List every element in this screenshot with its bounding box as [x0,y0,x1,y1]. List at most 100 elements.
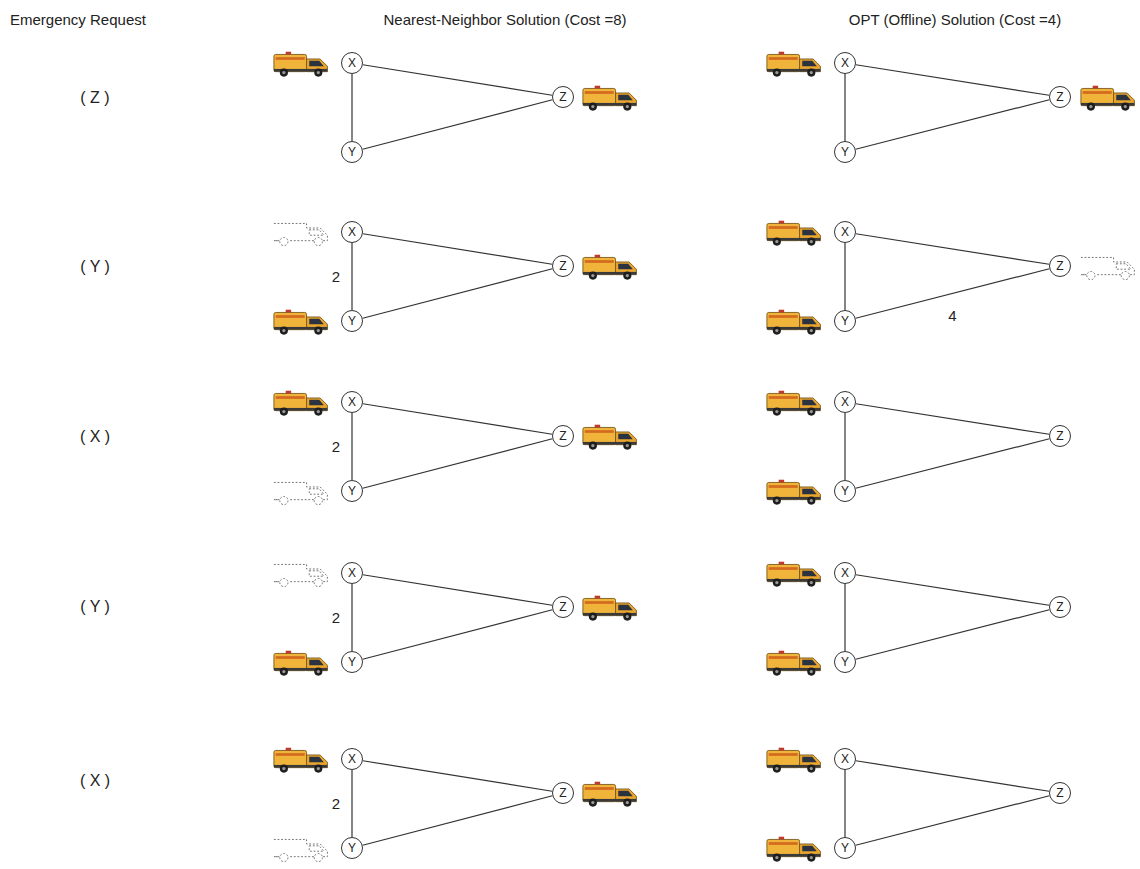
distance-label: 2 [330,610,342,625]
vacated-ambulance-outline [274,564,327,586]
ambulance-icon [767,562,820,587]
location-circle: Z [1049,255,1071,277]
road-link [352,770,353,837]
location-circle: X [834,748,856,770]
location-circle: X [834,391,856,413]
node-letter: Y [348,656,356,668]
location-circle: Z [1049,782,1071,804]
vacated-ambulance-outline [1081,257,1134,279]
location-circle: Y [341,837,363,859]
node-letter: Z [1056,787,1063,799]
request-label: ( Z ) [80,89,109,107]
node-letter: X [348,396,356,408]
road-link [352,243,353,310]
distance-label: 2 [330,439,342,454]
road-link [845,770,846,837]
road-link [845,74,846,141]
node-letter: Z [559,601,566,613]
ambulance-icon [583,782,636,807]
road-link [845,413,846,480]
ambulance-icon [767,52,820,77]
road-link [856,796,1050,846]
distance-label: 2 [330,796,342,811]
node-letter: Y [348,485,356,497]
node-letter: X [841,567,849,579]
location-circle: Z [1049,86,1071,108]
road-link [856,575,1049,606]
road-link [363,439,553,488]
node-letter: Z [1056,260,1063,272]
ambulance-icon [767,651,820,676]
column-heading: Emergency Request [10,12,146,29]
node-letter: X [348,226,356,238]
column-heading: OPT (Offline) Solution (Cost =4) [849,12,1061,29]
road-link [856,761,1049,792]
ambulance-icon [767,837,820,862]
ambulance-icon [767,391,820,416]
road-link [363,796,553,845]
road-link [363,269,553,318]
location-circle: X [834,221,856,243]
column-heading: Nearest-Neighbor Solution (Cost =8) [383,12,626,29]
location-circle: Z [1049,596,1071,618]
node-letter: X [348,567,356,579]
request-label: ( X ) [80,428,110,446]
node-letter: Y [841,842,849,854]
road-link [845,243,846,310]
node-letter: X [841,753,849,765]
vacated-ambulance-outline [274,482,327,504]
road-link [363,234,552,265]
request-label: ( Y ) [80,598,110,616]
road-link [363,575,552,606]
location-circle: X [341,748,363,770]
road-link [363,65,552,96]
road-link [363,404,552,435]
location-circle: X [341,221,363,243]
ambulance-icon [1081,86,1134,111]
road-link [856,610,1050,660]
node-letter: Y [841,656,849,668]
vacated-ambulance-outline [274,223,327,245]
location-circle: X [341,52,363,74]
request-label: ( Y ) [80,258,110,276]
distance-label: 4 [946,308,958,323]
location-circle: Y [341,141,363,163]
ambulance-icon [767,748,820,773]
location-circle: Z [1049,425,1071,447]
node-letter: X [841,226,849,238]
location-circle: X [834,52,856,74]
ambulance-icon [583,86,636,111]
node-letter: Z [1056,91,1063,103]
location-circle: Y [341,310,363,332]
road-link [363,610,553,659]
ambulance-icon [274,748,327,773]
location-circle: Y [834,141,856,163]
location-circle: Z [552,425,574,447]
location-circle: Z [552,596,574,618]
location-circle: Z [552,255,574,277]
location-circle: Y [834,837,856,859]
road-link [363,100,553,149]
location-circle: Y [341,480,363,502]
node-letter: Y [348,146,356,158]
road-link [352,584,353,651]
location-circle: Y [834,480,856,502]
road-link [856,439,1050,489]
location-circle: Z [552,782,574,804]
node-letter: X [841,396,849,408]
node-letter: Y [841,315,849,327]
road-link [363,761,552,792]
vacated-ambulance-outline [274,839,327,861]
location-circle: X [341,391,363,413]
ambulance-icon [274,391,327,416]
node-letter: Z [1056,430,1063,442]
location-circle: X [341,562,363,584]
location-circle: Y [834,651,856,673]
node-letter: Y [348,315,356,327]
node-letter: Y [841,485,849,497]
road-link [856,404,1049,435]
road-link [856,65,1049,96]
node-letter: Z [559,260,566,272]
node-letter: Y [348,842,356,854]
ambulance-icon [583,255,636,280]
